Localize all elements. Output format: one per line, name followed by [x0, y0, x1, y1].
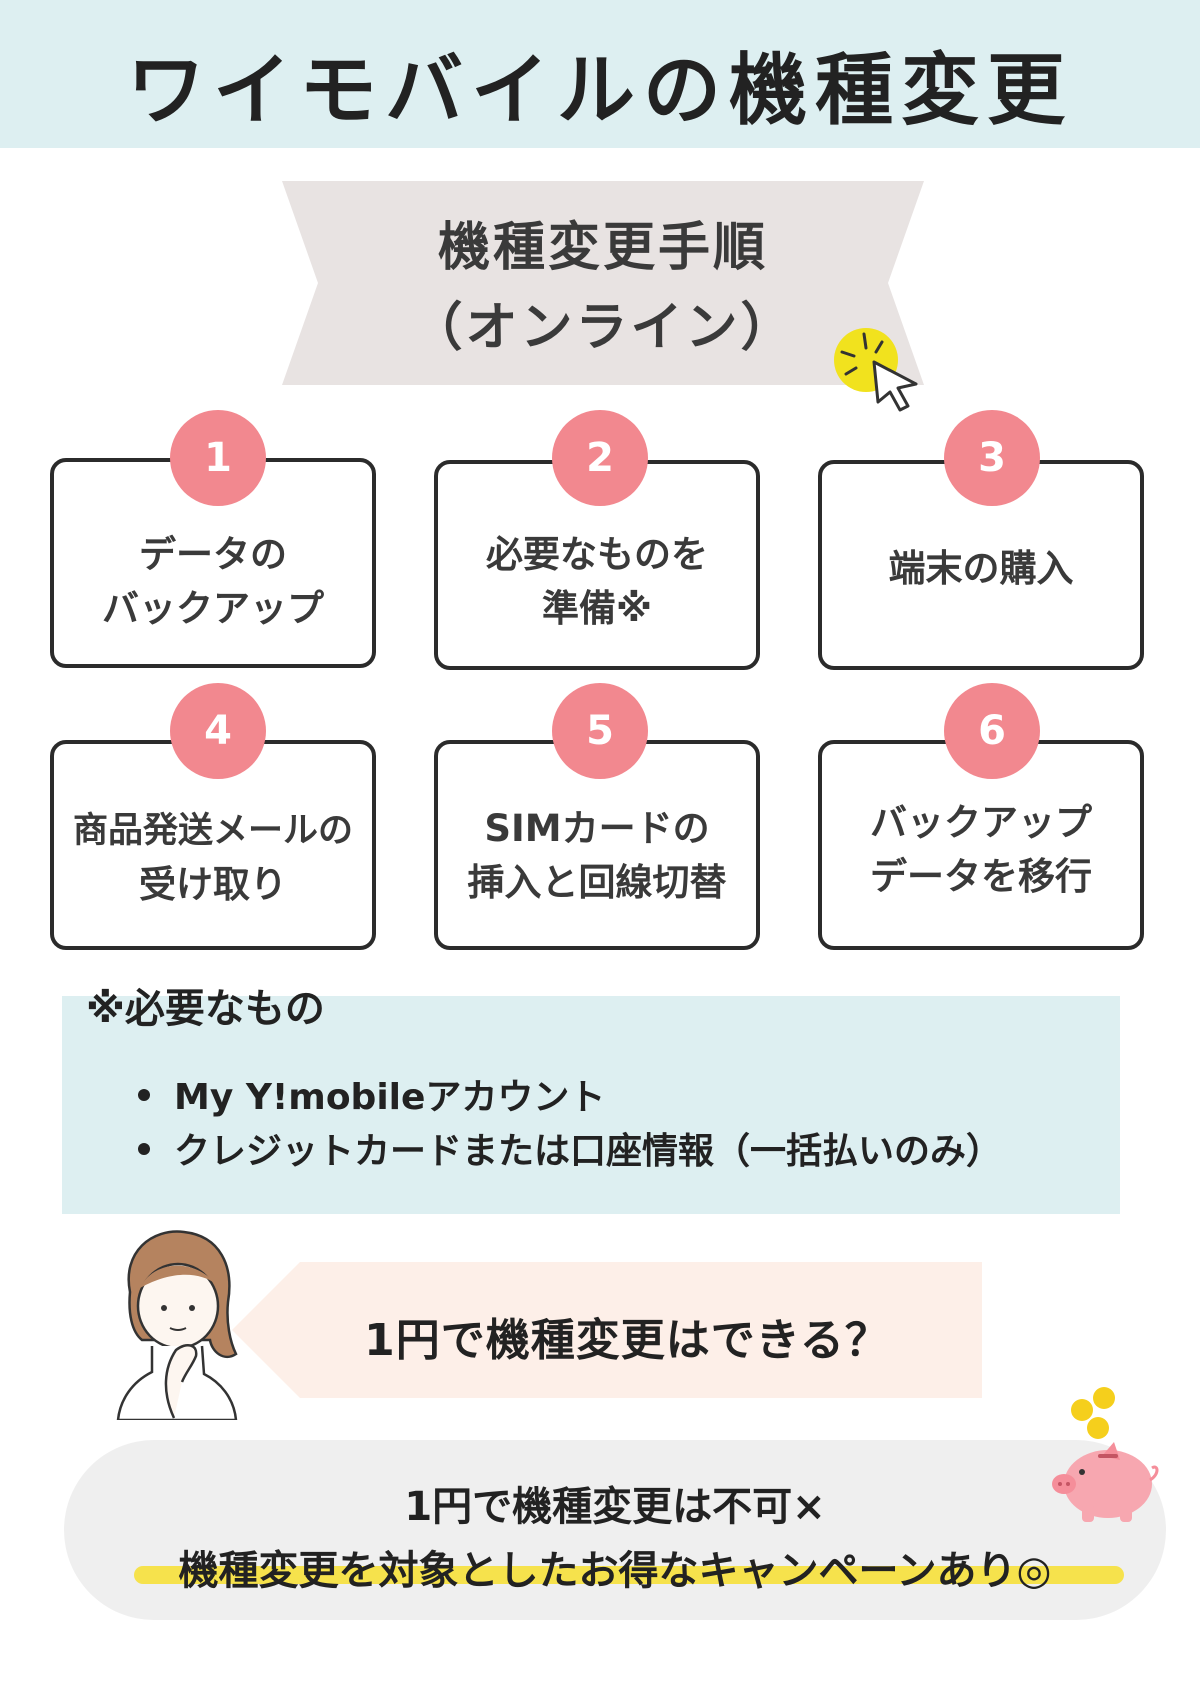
step-2-line1: 必要なものを [486, 533, 708, 576]
bullet-icon [138, 1143, 150, 1155]
step-badge-1: 1 [170, 410, 266, 506]
procedure-ribbon: 機種変更手順 （オンライン） [282, 181, 924, 385]
step-badge-4: 4 [170, 683, 266, 779]
step-badge-2: 2 [552, 410, 648, 506]
ribbon-subtitle: （オンライン） [410, 298, 796, 358]
step-5-line2: 挿入と回線切替 [467, 861, 727, 904]
page-title: ワイモバイルの機種変更 [126, 46, 1073, 136]
step-5-line1: SIMカードの [484, 807, 710, 850]
piggy-bank-icon [1048, 1384, 1160, 1524]
question-bubble-shape [232, 1262, 982, 1398]
requirement-item: クレジットカードまたは口座情報（一括払いのみ） [138, 1122, 1002, 1174]
requirements-title: ※必要なもの [86, 986, 325, 1032]
click-cursor-icon [828, 322, 928, 412]
step-1-line1: データの [139, 533, 287, 576]
step-4-line1: 商品発送メールの [72, 811, 353, 851]
requirement-item-text: My Y!mobileアカウント [174, 1077, 606, 1118]
step-card-1: データの バックアップ [50, 458, 376, 668]
question-text: 1円で機種変更はできる？ [364, 1315, 890, 1366]
step-6-line1: バックアップ [870, 801, 1092, 844]
requirement-item: My Y!mobileアカウント [138, 1068, 605, 1120]
ribbon-shape [282, 181, 924, 385]
ribbon-title: 機種変更手順 [437, 218, 768, 278]
step-badge-3: 3 [944, 410, 1040, 506]
question-bubble: 1円で機種変更はできる？ [232, 1262, 982, 1398]
step-4-line2: 受け取り [139, 863, 287, 906]
bullet-icon [138, 1089, 150, 1101]
answer-box: 1円で機種変更は不可× 機種変更を対象としたお得なキャンペーンあり◎ [64, 1440, 1166, 1620]
step-1-line2: バックアップ [102, 587, 324, 630]
step-6-line2: データを移行 [870, 855, 1092, 898]
answer-line1: 1円で機種変更は不可× [404, 1484, 826, 1530]
marker-highlight [134, 1566, 1124, 1584]
requirements-box [62, 996, 1120, 1214]
step-badge-5: 5 [552, 683, 648, 779]
step-badge-6: 6 [944, 683, 1040, 779]
step-3-line1: 端末の購入 [888, 547, 1074, 590]
requirement-item-text: クレジットカードまたは口座情報（一括払いのみ） [174, 1131, 1003, 1172]
step-card-2: 必要なものを 準備※ [434, 460, 760, 670]
header-banner: ワイモバイルの機種変更 [0, 0, 1200, 148]
thinking-woman-illustration [112, 1222, 242, 1422]
answer-line2: 機種変更を対象としたお得なキャンペーンあり◎ [178, 1548, 1052, 1594]
step-2-line2: 準備※ [542, 587, 652, 630]
